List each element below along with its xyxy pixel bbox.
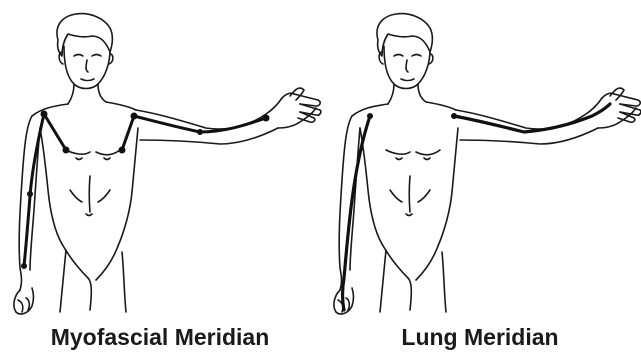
lung-meridian-caption: Lung Meridian	[330, 321, 630, 353]
lung-meridian-points	[367, 113, 457, 119]
myofascial-meridian-caption: Myofascial Meridian	[10, 321, 310, 353]
myofascial-meridian-points	[21, 111, 270, 270]
myofascial-figure	[14, 14, 321, 314]
myofascial-meridian-line	[24, 114, 266, 266]
lung-figure	[334, 14, 641, 314]
